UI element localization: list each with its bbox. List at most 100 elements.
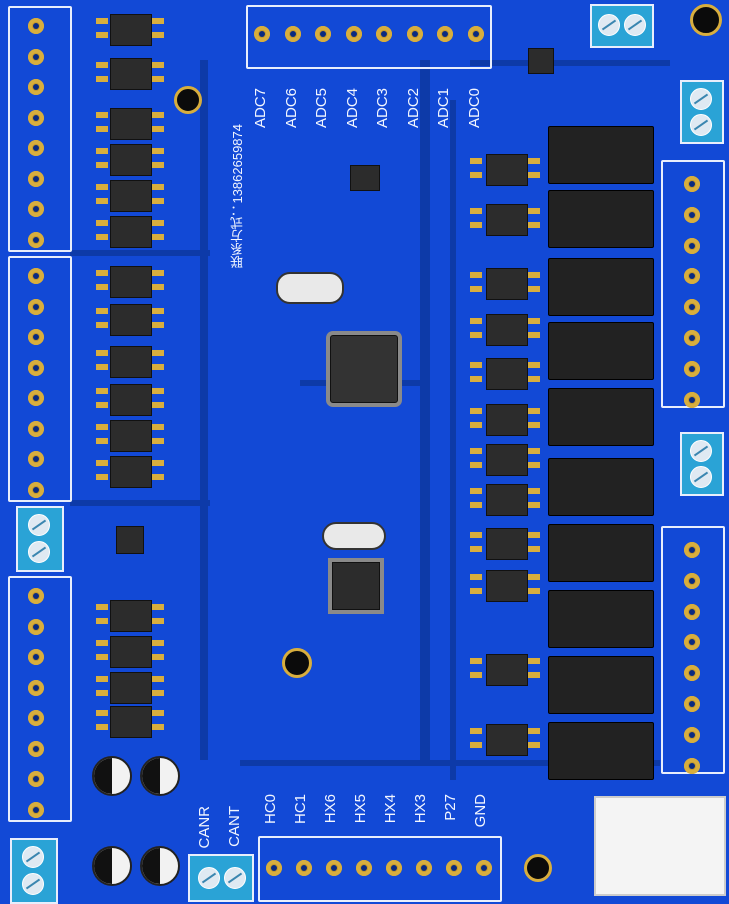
smd-pad	[528, 362, 540, 368]
smd-pad	[470, 658, 482, 664]
mcu-chip	[330, 335, 398, 403]
smd-pad	[152, 618, 164, 624]
screw-icon	[22, 846, 44, 868]
connector-pad	[28, 740, 44, 757]
connector-pad	[684, 665, 700, 682]
optocoupler-chip	[486, 204, 528, 236]
relay	[548, 524, 654, 582]
capacitor-2	[140, 756, 180, 796]
connector-pad	[684, 696, 700, 712]
smd-pad	[470, 574, 482, 580]
smd-pad	[152, 460, 164, 466]
smd-pad	[96, 32, 108, 38]
bottom-header	[258, 836, 502, 902]
smd-pad	[152, 388, 164, 394]
mounting-hole	[524, 854, 552, 882]
smd-pad	[470, 222, 482, 228]
smd-pad	[96, 388, 108, 394]
smd-pad	[96, 690, 108, 696]
crystal-1	[276, 272, 344, 304]
optocoupler-chip	[110, 384, 152, 416]
smd-pad	[470, 158, 482, 164]
io-label: HC1	[292, 794, 309, 825]
relay	[548, 190, 654, 248]
smd-pad	[470, 408, 482, 414]
smd-pad	[152, 76, 164, 82]
optocoupler-chip	[110, 346, 152, 378]
smd-pad	[470, 376, 482, 382]
smd-pad	[96, 640, 108, 646]
optocoupler-chip	[486, 444, 528, 476]
connector-pad	[684, 206, 700, 223]
connector-pad	[28, 679, 44, 696]
header-pad	[386, 860, 402, 876]
header-pad	[315, 26, 331, 42]
smd-pad	[152, 474, 164, 480]
mounting-hole	[282, 648, 312, 678]
connector-pad	[684, 726, 700, 743]
smd-pad	[152, 234, 164, 240]
smd-pad	[470, 286, 482, 292]
connector-pad	[28, 649, 44, 665]
header-pad	[326, 860, 342, 876]
smd-pad	[152, 654, 164, 660]
screw-icon	[28, 514, 50, 536]
can-r-label: CANR	[196, 806, 213, 849]
smd-pad	[96, 710, 108, 716]
smd-pad	[470, 532, 482, 538]
screw-icon	[224, 867, 246, 889]
header-pad	[416, 860, 432, 876]
smd-pad	[96, 162, 108, 168]
smd-pad	[528, 462, 540, 468]
smd-pad	[152, 148, 164, 154]
connector-pad	[28, 109, 44, 126]
optocoupler-chip	[110, 456, 152, 488]
smd-pad	[470, 318, 482, 324]
header-pad	[406, 26, 423, 42]
smd-pad	[470, 588, 482, 594]
logo-block	[594, 796, 726, 896]
terminal-bottom-left	[10, 838, 58, 904]
connector-pad	[684, 268, 700, 285]
smd-pad	[96, 322, 108, 328]
connector-pad	[684, 237, 700, 254]
optocoupler-chip	[110, 266, 152, 298]
smd-pad	[528, 318, 540, 324]
smd-pad	[96, 18, 108, 24]
adc-label: ADC2	[404, 88, 422, 129]
header-pad	[345, 26, 362, 42]
top-ic-chip	[528, 48, 554, 74]
io-label: HX3	[412, 794, 429, 824]
smd-pad	[152, 724, 164, 730]
smd-pad	[152, 112, 164, 118]
header-pad	[266, 860, 282, 876]
connector-pad	[28, 618, 44, 635]
adc-label: ADC6	[282, 88, 300, 129]
connector-pad	[28, 298, 44, 315]
screw-icon	[690, 114, 712, 136]
screw-icon	[598, 14, 620, 36]
smd-pad	[528, 588, 540, 594]
smd-pad	[152, 424, 164, 430]
smd-pad	[152, 640, 164, 646]
header-pad	[284, 26, 301, 42]
smd-pad	[470, 462, 482, 468]
smd-pad	[96, 270, 108, 276]
optocoupler-chip	[486, 314, 528, 346]
header-pad	[476, 860, 492, 876]
connector-pad	[28, 801, 44, 818]
smd-pad	[152, 198, 164, 204]
optocoupler-chip	[486, 654, 528, 686]
smd-pad	[528, 208, 540, 214]
screw-icon	[690, 466, 712, 488]
optocoupler-chip	[110, 600, 152, 632]
smd-pad	[96, 424, 108, 430]
can-transceiver-chip	[116, 526, 144, 554]
optocoupler-chip	[110, 672, 152, 704]
smd-pad	[152, 270, 164, 276]
smd-pad	[152, 18, 164, 24]
smd-pad	[96, 604, 108, 610]
connector-pad	[28, 329, 44, 345]
left-connector-3	[8, 576, 72, 822]
